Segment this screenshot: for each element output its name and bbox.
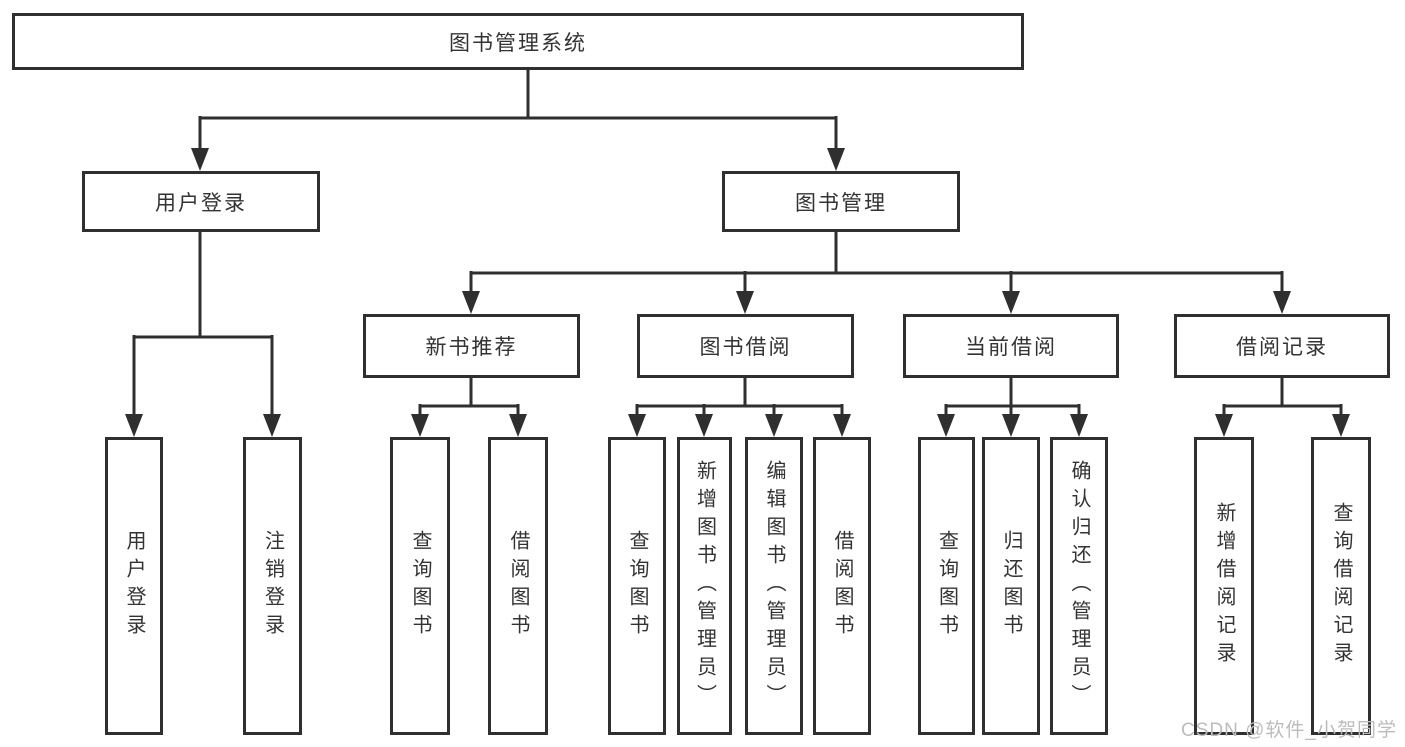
leaf-return-book-label: 归还图书 bbox=[1000, 530, 1022, 642]
leaf-logout-label: 注销登录 bbox=[261, 530, 284, 642]
node-current-borrow: 当前借阅 bbox=[903, 314, 1119, 378]
leaf-user-login-label: 用户登录 bbox=[123, 530, 145, 642]
node-library-management-system: 图书管理系统 bbox=[12, 13, 1024, 70]
leaf-add-borrow-record: 新增借阅记录 bbox=[1194, 437, 1254, 735]
leaf-query-books-borrow-label: 查询图书 bbox=[626, 530, 648, 642]
leaf-query-books-recommend-label: 查询图书 bbox=[409, 530, 431, 642]
leaf-borrow-books-label: 借阅图书 bbox=[831, 530, 853, 642]
leaf-query-books-recommend: 查询图书 bbox=[390, 437, 450, 735]
leaf-logout: 注销登录 bbox=[243, 437, 302, 735]
leaf-user-login: 用户登录 bbox=[105, 437, 163, 735]
leaf-borrow-books-recommend-label: 借阅图书 bbox=[507, 530, 529, 642]
leaf-query-books-current: 查询图书 bbox=[918, 437, 975, 735]
leaf-borrow-books-recommend: 借阅图书 bbox=[488, 437, 548, 735]
leaf-add-borrow-record-label: 新增借阅记录 bbox=[1213, 502, 1235, 670]
leaf-edit-book-admin-label: 编辑图书（管理员） bbox=[763, 460, 785, 712]
leaf-return-book: 归还图书 bbox=[982, 437, 1040, 735]
leaf-query-borrow-record-label: 查询借阅记录 bbox=[1330, 502, 1352, 670]
leaf-add-book-admin: 新增图书（管理员） bbox=[677, 437, 732, 735]
node-borrow-records: 借阅记录 bbox=[1174, 314, 1390, 378]
leaf-query-borrow-record: 查询借阅记录 bbox=[1311, 437, 1371, 735]
leaf-query-books-borrow: 查询图书 bbox=[608, 437, 666, 735]
node-user-login: 用户登录 bbox=[82, 171, 320, 232]
leaf-confirm-return-admin: 确认归还（管理员） bbox=[1050, 437, 1108, 735]
leaf-edit-book-admin: 编辑图书（管理员） bbox=[745, 437, 803, 735]
node-new-book-recommend: 新书推荐 bbox=[363, 314, 580, 378]
csdn-watermark: CSDN @软件_小贺同学 bbox=[1181, 720, 1397, 741]
leaf-query-books-current-label: 查询图书 bbox=[935, 530, 958, 642]
node-book-management: 图书管理 bbox=[722, 171, 960, 232]
leaf-add-book-admin-label: 新增图书（管理员） bbox=[693, 460, 716, 712]
node-book-borrow: 图书借阅 bbox=[637, 314, 854, 378]
leaf-confirm-return-admin-label: 确认归还（管理员） bbox=[1068, 460, 1090, 712]
leaf-borrow-books: 借阅图书 bbox=[813, 437, 871, 735]
